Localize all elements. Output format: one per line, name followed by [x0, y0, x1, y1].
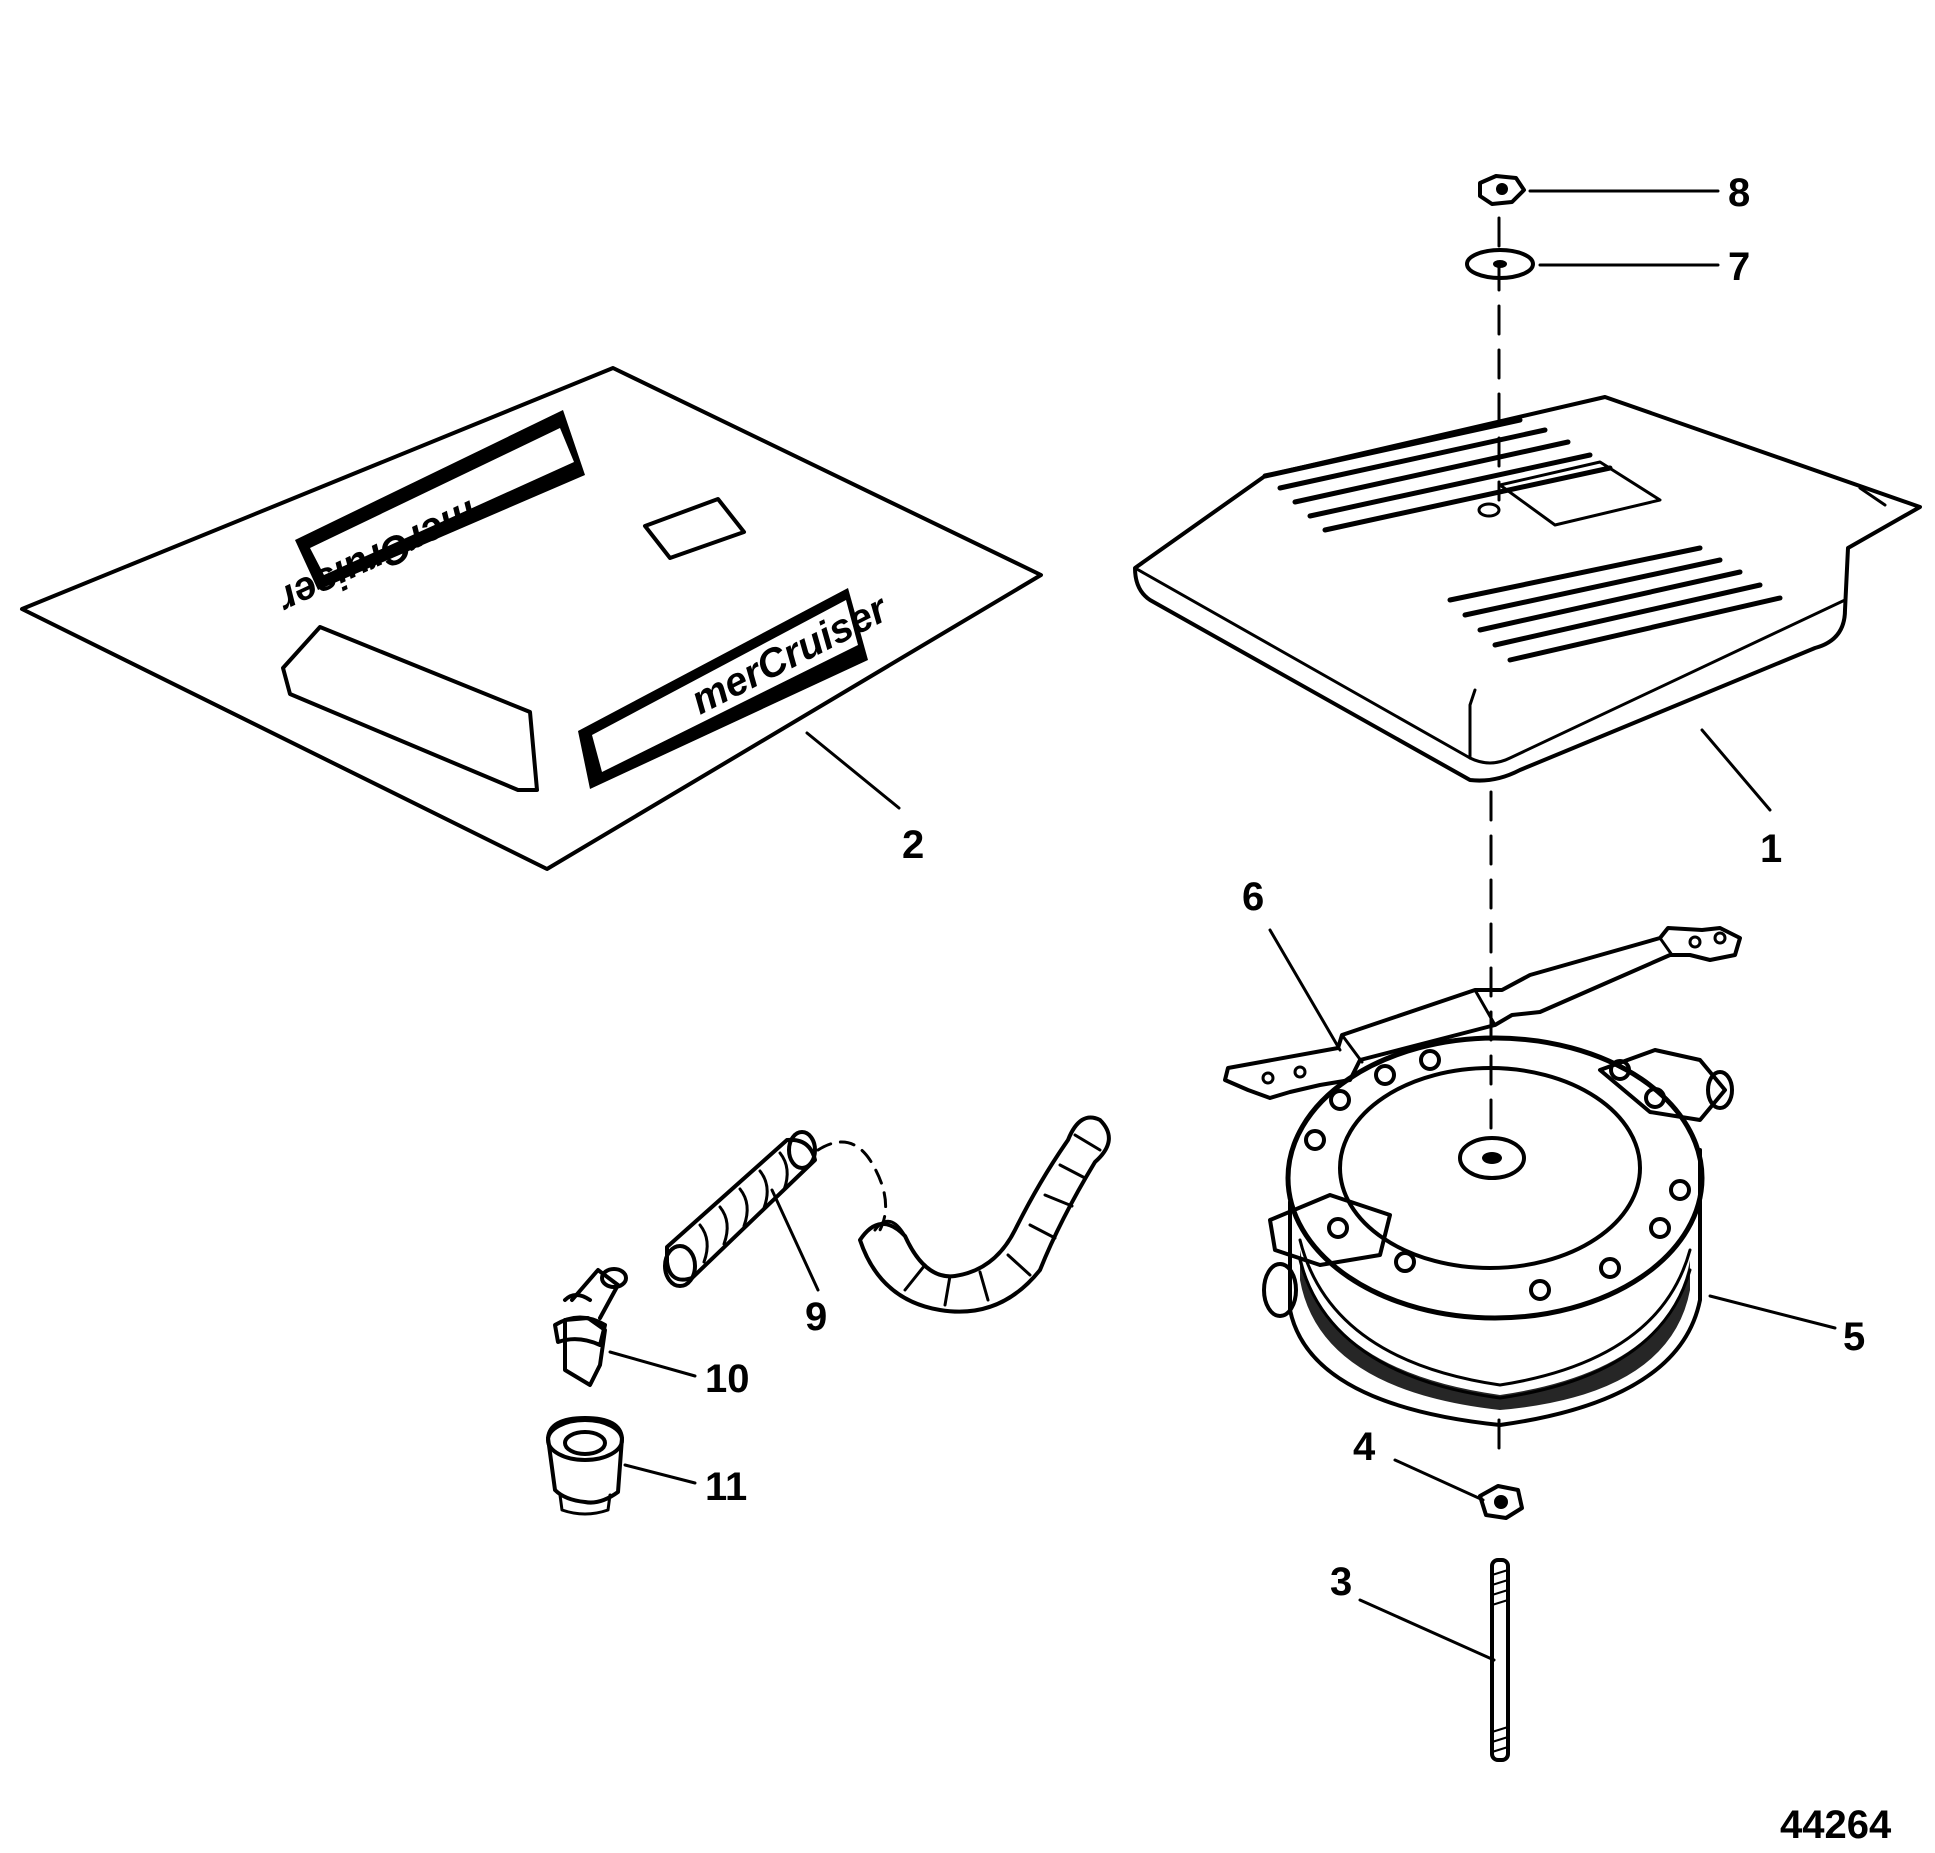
mounting-bracket: [1223, 926, 1742, 1100]
decal-small-panel: [643, 497, 746, 560]
callout-8: 8: [1728, 171, 1750, 215]
flange-holes: [1304, 1049, 1691, 1301]
callout-7: 7: [1728, 245, 1750, 289]
elbow-fitting: [553, 1267, 628, 1387]
callout-10: 10: [705, 1357, 750, 1401]
grommet: [546, 1416, 624, 1516]
callout-4: 4: [1353, 1425, 1376, 1469]
callout-6: 6: [1242, 875, 1264, 919]
vent-hose: [663, 1115, 1111, 1314]
assembly-axis: [1489, 216, 1501, 1462]
callout-5: 5: [1843, 1315, 1865, 1359]
decal-sheet: merCruiser merCruiser: [20, 366, 1043, 871]
callout-1: 1: [1760, 827, 1782, 871]
callout-9: 9: [805, 1295, 827, 1339]
flame-arrestor: [1262, 1035, 1734, 1427]
top-nut: [1478, 174, 1526, 206]
figure-number: 44264: [1780, 1803, 1892, 1847]
cover-ribs: [1262, 417, 1783, 663]
callout-labels: 8 7 2 1 6 5 4 3 9 10 11: [705, 171, 1865, 1604]
callout-2: 2: [902, 823, 924, 867]
leader-lines: [608, 189, 1837, 1662]
bottom-nut: [1478, 1484, 1524, 1520]
callout-3: 3: [1330, 1560, 1352, 1604]
decal-large-panel: [281, 625, 539, 792]
flame-arrestor-cover: [1133, 395, 1922, 783]
callout-11: 11: [705, 1465, 747, 1509]
washer: [1465, 248, 1535, 280]
